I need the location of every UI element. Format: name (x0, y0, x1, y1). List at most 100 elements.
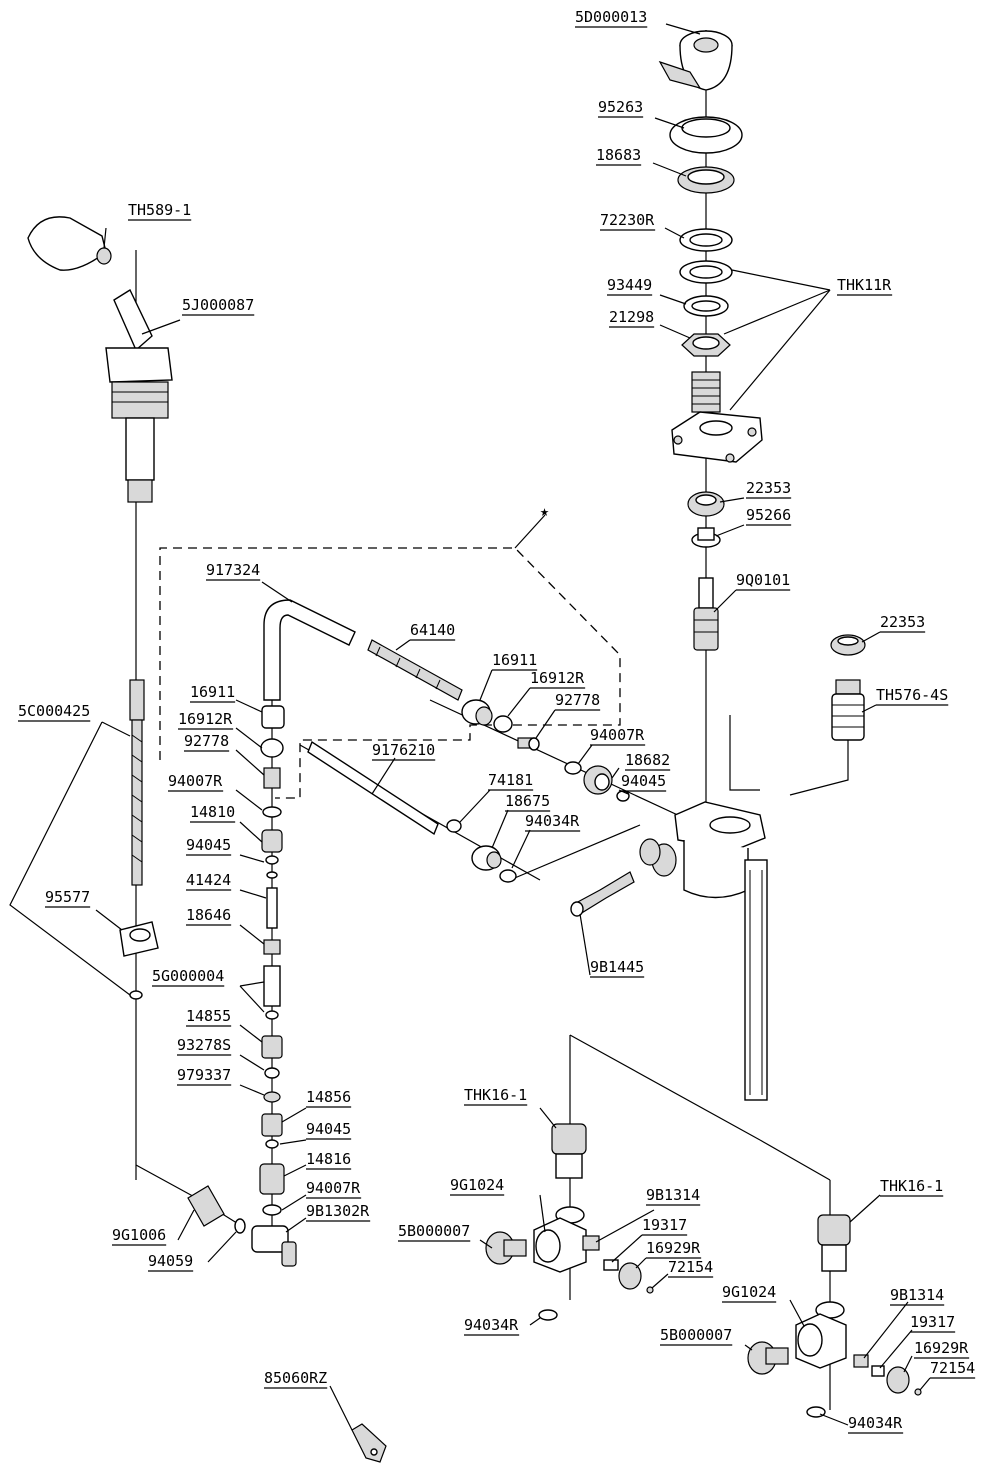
part-5G000004[interactable] (263, 965, 281, 1007)
part-92778-left[interactable] (263, 767, 281, 789)
label-93449: 93449 (607, 276, 652, 294)
part-94007R-lower[interactable] (262, 1204, 282, 1216)
part-94045-mid2 (266, 871, 278, 879)
part-THK11R-cartridge[interactable] (671, 371, 763, 463)
part-14810[interactable] (261, 829, 283, 853)
part-5C000425[interactable] (129, 679, 145, 886)
part-14816[interactable] (259, 1163, 285, 1195)
part-18682[interactable] (583, 765, 613, 795)
label-9176210: 9176210 (372, 741, 435, 759)
label-9B1302R: 9B1302R (306, 1202, 370, 1220)
label-85060RZ: 85060RZ (264, 1369, 327, 1387)
part-93278S[interactable] (264, 1067, 280, 1079)
part-979337[interactable] (263, 1091, 281, 1103)
part-95577[interactable] (119, 921, 159, 957)
part-94045-right[interactable] (616, 790, 630, 802)
part-THK16-1-left[interactable] (551, 1123, 587, 1179)
part-5D000013[interactable] (658, 30, 733, 91)
label-94045-mid: 94045 (186, 836, 231, 854)
part-94007R-left[interactable] (262, 806, 282, 818)
part-18646[interactable] (263, 939, 281, 955)
label-16911-right: 16911 (492, 651, 537, 669)
part-94034R-kit[interactable] (499, 869, 517, 883)
label-9G1024-right: 9G1024 (722, 1283, 776, 1301)
part-16929R-left[interactable] (618, 1262, 642, 1290)
part-72154-right[interactable] (914, 1388, 922, 1396)
label-94034R-kit: 94034R (525, 812, 580, 830)
part-41424[interactable] (266, 887, 278, 929)
part-9176210[interactable] (307, 740, 439, 836)
valve-body[interactable] (639, 801, 768, 1101)
part-94045-lower[interactable] (265, 1139, 279, 1149)
part-19317-left[interactable] (603, 1259, 619, 1271)
kit-star-marker: ★ (540, 502, 549, 520)
label-22353-upper: 22353 (746, 479, 791, 497)
label-72154-left: 72154 (668, 1258, 713, 1276)
label-94034R-right: 94034R (848, 1414, 903, 1432)
part-64140[interactable] (367, 639, 463, 701)
part-5C000425-washer[interactable] (129, 990, 143, 1000)
label-9B1314-right: 9B1314 (890, 1286, 944, 1304)
part-9B1445[interactable] (570, 871, 635, 917)
label-94034R-left: 94034R (464, 1316, 519, 1334)
part-14855[interactable] (261, 1035, 283, 1059)
part-9G1024-left[interactable] (533, 1206, 587, 1273)
label-21298: 21298 (609, 308, 654, 326)
part-5J000087[interactable] (105, 288, 173, 503)
label-9B1445: 9B1445 (590, 958, 644, 976)
part-917324[interactable] (263, 599, 356, 701)
part-22353-upper[interactable] (687, 491, 725, 517)
part-5B000007-left[interactable] (485, 1231, 527, 1265)
part-95266[interactable] (691, 527, 721, 548)
part-21298[interactable] (681, 333, 731, 357)
label-94007R-left: 94007R (168, 772, 223, 790)
part-16912R-right[interactable] (493, 715, 513, 733)
part-9Q0101[interactable] (693, 577, 719, 651)
label-14855: 14855 (186, 1007, 231, 1025)
part-9B1314-left[interactable] (582, 1235, 600, 1251)
part-94045-mid[interactable] (265, 855, 279, 865)
label-5C000425: 5C000425 (18, 702, 90, 720)
label-TH589-1: TH589-1 (128, 201, 191, 219)
part-16911-right[interactable] (461, 699, 493, 726)
label-93278S: 93278S (177, 1036, 231, 1054)
part-19317-right[interactable] (871, 1365, 885, 1377)
part-THK16-1-right[interactable] (817, 1214, 851, 1272)
part-92778-right[interactable] (517, 737, 540, 751)
part-16911-left[interactable] (261, 705, 285, 729)
label-9B1314-left: 9B1314 (646, 1186, 700, 1204)
part-72154-left[interactable] (646, 1286, 654, 1294)
part-85060RZ[interactable] (351, 1423, 387, 1463)
label-5D000013: 5D000013 (575, 8, 647, 26)
part-94007R-right[interactable] (564, 761, 582, 775)
part-95263[interactable] (669, 116, 743, 154)
part-74181[interactable] (446, 819, 462, 833)
part-18683[interactable] (677, 166, 735, 194)
label-5B000007-right: 5B000007 (660, 1326, 732, 1344)
part-16912R-left[interactable] (260, 738, 284, 758)
label-16912R-right: 16912R (530, 669, 585, 687)
part-TH589-1[interactable] (27, 216, 112, 271)
label-TH576-4S: TH576-4S (876, 686, 948, 704)
axis-lines (135, 30, 849, 1410)
part-9B1314-right[interactable] (853, 1354, 869, 1368)
part-94034R-left[interactable] (538, 1309, 558, 1321)
label-94059: 94059 (148, 1252, 193, 1270)
label-18683: 18683 (596, 146, 641, 164)
part-TH576-4S[interactable] (831, 679, 865, 741)
part-18675[interactable] (471, 845, 502, 871)
part-labels: 5D000013 95263 18683 72230R 93449 21298 … (18, 8, 976, 1434)
part-16929R-right[interactable] (886, 1366, 910, 1394)
part-9G1006[interactable] (187, 1185, 225, 1227)
cartridge-column (658, 30, 763, 651)
part-94059[interactable] (234, 1218, 246, 1234)
part-9B1302R[interactable] (251, 1225, 297, 1267)
label-16912R-left: 16912R (178, 710, 233, 728)
label-94007R-right: 94007R (590, 726, 645, 744)
part-14855-ring (265, 1010, 279, 1020)
part-9G1024-right[interactable] (795, 1301, 847, 1369)
part-22353-right[interactable] (830, 634, 866, 656)
part-14856[interactable] (261, 1113, 283, 1137)
part-5B000007-right[interactable] (747, 1341, 789, 1375)
label-41424: 41424 (186, 871, 231, 889)
